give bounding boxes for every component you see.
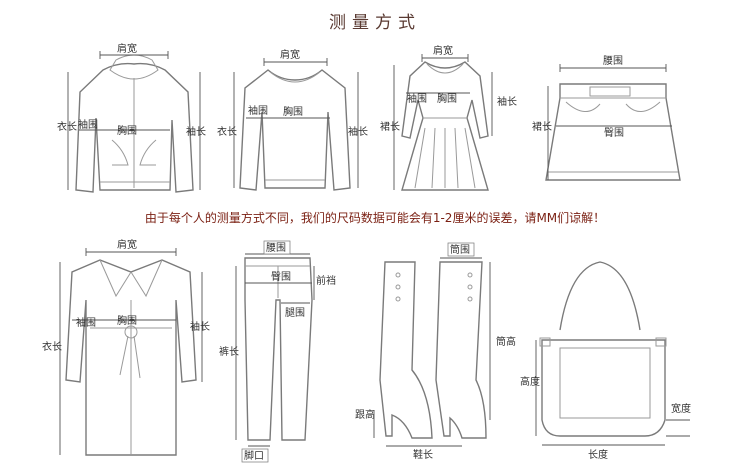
boots-heel-height-label: 跟高 bbox=[355, 408, 375, 421]
sweater-shoulder-label: 肩宽 bbox=[280, 48, 300, 61]
pants-rise-label: 前裆 bbox=[316, 274, 336, 287]
bag-height-dim: 高度 bbox=[520, 340, 540, 436]
dress-sleeve-dim: 袖长 bbox=[491, 72, 517, 136]
dress-chest-dim: 袖围 胸围 bbox=[406, 92, 470, 105]
coat-shoulder-dim: 肩宽 bbox=[85, 238, 177, 256]
dress-sleeve-length-label: 袖长 bbox=[497, 95, 517, 108]
coat-illustration bbox=[65, 259, 197, 456]
pants-waist-label: 腰围 bbox=[266, 242, 286, 254]
dress-length-dim: 裙长 bbox=[380, 65, 400, 190]
boots-calf-dim: 筒围 bbox=[440, 242, 482, 259]
skirt-illustration bbox=[545, 83, 681, 181]
pants-hem-label: 脚口 bbox=[244, 449, 264, 462]
boots-shaft-height-dim: 筒高 bbox=[489, 262, 516, 420]
boots-shoe-length-label: 鞋长 bbox=[413, 448, 433, 461]
pants-hip-label: 臀围 bbox=[271, 271, 291, 283]
coat-chest-label: 胸围 bbox=[117, 314, 137, 327]
dress-shoulder-label: 肩宽 bbox=[433, 44, 453, 57]
coat-sleeve-length-label: 袖长 bbox=[190, 320, 210, 333]
pants-rise-dim: 前裆 bbox=[313, 266, 336, 300]
hoodie-sleeve-dim: 袖长 bbox=[186, 72, 206, 190]
dress-length-label: 裙长 bbox=[380, 120, 400, 133]
boots-shoe-length-dim: 鞋长 bbox=[386, 445, 462, 461]
hoodie-chest-dim: 袖围 胸围 bbox=[78, 118, 170, 137]
coat-length-dim: 衣长 bbox=[42, 262, 62, 455]
boots-illustration bbox=[379, 261, 487, 439]
skirt-length-label: 裙长 bbox=[532, 120, 552, 133]
hoodie-chest-label: 胸围 bbox=[117, 124, 137, 137]
coat-sleeve-width-label: 袖围 bbox=[76, 316, 96, 329]
skirt-length-dim: 裙长 bbox=[532, 86, 552, 180]
sweater-chest-label: 胸围 bbox=[283, 105, 303, 118]
coat-sleeve-dim: 袖长 bbox=[190, 272, 210, 382]
hoodie-sleeve-length-label: 袖长 bbox=[186, 125, 206, 138]
bag-length-label: 长度 bbox=[588, 448, 608, 461]
pants-illustration bbox=[244, 257, 313, 441]
skirt-hip-label: 臀围 bbox=[604, 127, 624, 139]
bag-length-dim: 长度 bbox=[542, 444, 665, 461]
boots-heel-height-dim: 跟高 bbox=[355, 408, 375, 438]
pants-thigh-label: 腿围 bbox=[285, 307, 305, 319]
hoodie-length-label: 衣长 bbox=[57, 120, 77, 133]
pants-length-label: 裤长 bbox=[219, 345, 239, 358]
sweater-length-label: 衣长 bbox=[217, 125, 237, 138]
coat-length-label: 衣长 bbox=[42, 340, 62, 353]
sweater-sleeve-width-label: 袖围 bbox=[248, 104, 268, 117]
pants-hem-dim: 脚口 bbox=[241, 445, 270, 463]
sweater-shoulder-dim: 肩宽 bbox=[263, 48, 328, 66]
sweater-chest-dim: 袖围 胸围 bbox=[246, 104, 330, 119]
dress-illustration bbox=[401, 61, 489, 191]
coat-shoulder-label: 肩宽 bbox=[117, 238, 137, 251]
skirt-hip-dim: 臀围 bbox=[556, 125, 672, 139]
dress-chest-label: 胸围 bbox=[437, 92, 457, 105]
bag-width-dim: 宽度 bbox=[666, 402, 691, 437]
bag-width-label: 宽度 bbox=[671, 402, 691, 415]
page-title: 测量方式 bbox=[329, 13, 421, 33]
hoodie-illustration bbox=[75, 54, 194, 193]
hoodie-shoulder-label: 肩宽 bbox=[117, 42, 137, 55]
sweater-sleeve-dim: 袖长 bbox=[348, 72, 368, 188]
pants-hip-dim: 臀围 bbox=[245, 271, 312, 284]
dress-shoulder-dim: 肩宽 bbox=[421, 44, 469, 62]
hoodie-sleeve-width-label: 袖围 bbox=[78, 118, 98, 131]
coat-chest-dim: 袖围 胸围 bbox=[72, 314, 176, 329]
pants-length-dim: 裤长 bbox=[219, 266, 239, 440]
boots-calf-label: 筒围 bbox=[450, 243, 470, 256]
skirt-waist-dim: 腰围 bbox=[559, 55, 667, 72]
dress-sleeve-width-label: 袖围 bbox=[407, 92, 427, 105]
sweater-length-dim: 衣长 bbox=[217, 72, 237, 188]
sweater-sleeve-length-label: 袖长 bbox=[348, 125, 368, 138]
sweater-illustration bbox=[239, 69, 351, 191]
bag-height-label: 高度 bbox=[520, 375, 540, 388]
hoodie-length-dim: 衣长 bbox=[57, 72, 77, 190]
bag-illustration bbox=[539, 261, 667, 437]
pants-thigh-dim: 腿围 bbox=[281, 302, 310, 319]
boots-shaft-height-label: 筒高 bbox=[496, 335, 516, 348]
hoodie-shoulder-dim: 肩宽 bbox=[99, 42, 169, 59]
pants-waist-dim: 腰围 bbox=[245, 240, 310, 255]
measurement-note: 由于每个人的测量方式不同，我们的尺码数据可能会有1-2厘米的误差，请MM们谅解！ bbox=[144, 211, 606, 225]
skirt-waist-label: 腰围 bbox=[603, 55, 623, 67]
